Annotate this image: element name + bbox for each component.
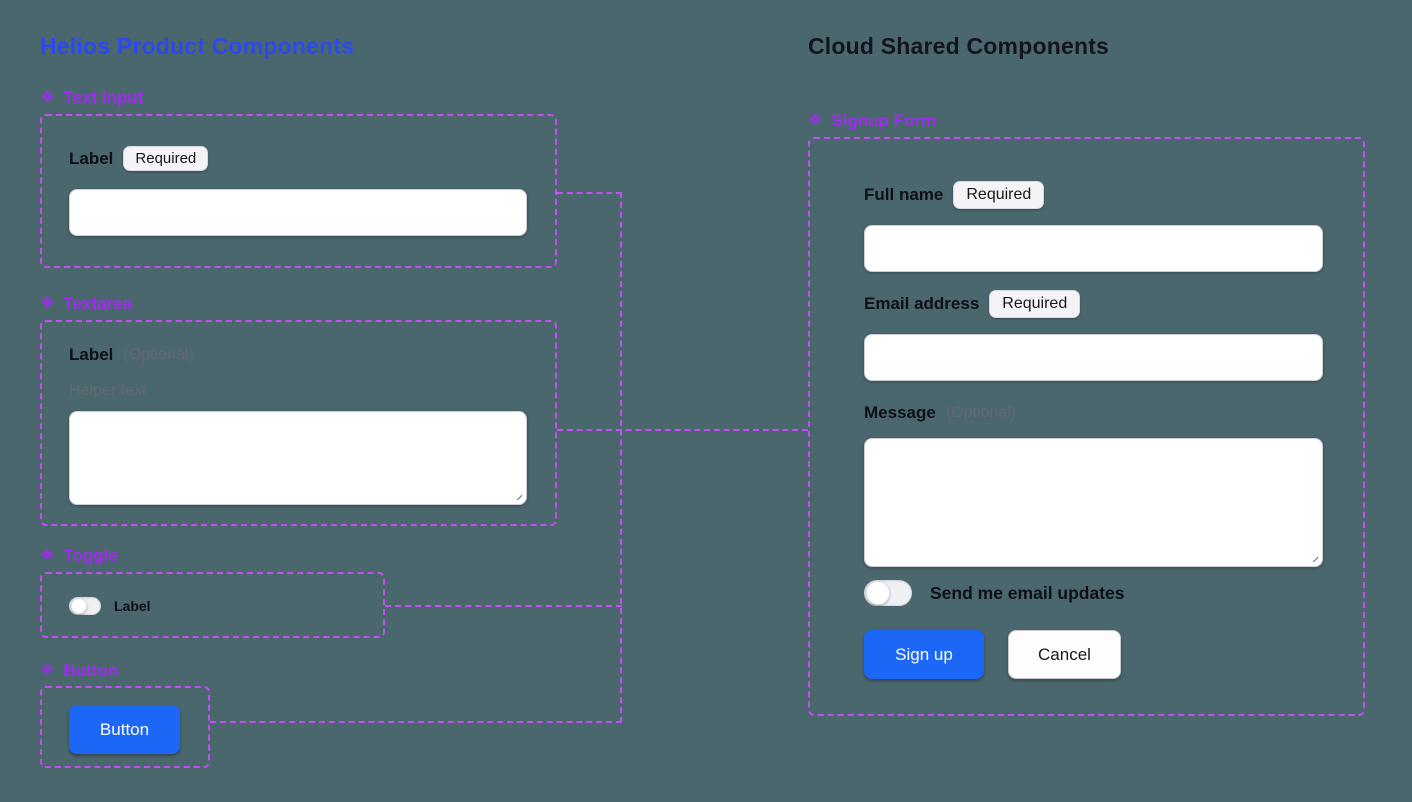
toggle-label: Label bbox=[114, 598, 151, 614]
section-title-textarea: Textarea bbox=[63, 294, 133, 313]
email-input[interactable] bbox=[865, 335, 1322, 380]
left-panel-title: Helios Product Components bbox=[40, 33, 355, 59]
text-input-label-row: Label Required bbox=[69, 146, 209, 171]
connector-toggle bbox=[385, 605, 622, 607]
section-title-signup-form: Signup Form bbox=[831, 111, 937, 130]
connector-trunk bbox=[620, 192, 622, 723]
section-title-text-input: Text Input bbox=[63, 88, 144, 107]
email-input-wrap bbox=[864, 334, 1323, 381]
sample-button[interactable]: Button bbox=[69, 705, 180, 754]
textarea-label-row: Label (Optional) bbox=[69, 345, 194, 365]
message-textarea[interactable] bbox=[865, 439, 1322, 566]
text-input-field-wrap bbox=[69, 189, 527, 236]
email-label-row: Email address Required bbox=[864, 290, 1081, 318]
section-header-toggle: ❖ Toggle bbox=[40, 546, 118, 566]
section-header-button: ❖ Button bbox=[40, 661, 118, 681]
sign-up-button[interactable]: Sign up bbox=[864, 630, 984, 679]
button-component-box: Button bbox=[40, 686, 210, 768]
component-icon: ❖ bbox=[40, 547, 55, 564]
right-panel-title: Cloud Shared Components bbox=[808, 33, 1110, 59]
full-name-label: Full name bbox=[864, 185, 944, 204]
section-title-button: Button bbox=[63, 661, 119, 680]
section-header-signup-form: ❖ Signup Form bbox=[808, 111, 936, 131]
section-header-text-input: ❖ Text Input bbox=[40, 88, 143, 108]
helper-text: Helper text bbox=[69, 382, 147, 399]
email-updates-toggle-row: Send me email updates bbox=[864, 580, 1125, 606]
connector-text-input bbox=[557, 192, 622, 194]
connector-button bbox=[210, 721, 622, 723]
connector-textarea-to-form bbox=[557, 429, 808, 431]
section-title-toggle: Toggle bbox=[63, 546, 118, 565]
component-icon: ❖ bbox=[40, 89, 55, 106]
message-label: Message bbox=[864, 403, 936, 422]
text-input-field[interactable] bbox=[70, 190, 526, 235]
required-badge: Required bbox=[989, 290, 1081, 318]
full-name-label-row: Full name Required bbox=[864, 181, 1045, 209]
toggle-row: Label bbox=[69, 597, 151, 615]
required-badge: Required bbox=[123, 146, 209, 171]
message-textarea-wrap bbox=[864, 438, 1323, 567]
section-header-textarea: ❖ Textarea bbox=[40, 294, 132, 314]
optional-hint: (Optional) bbox=[945, 404, 1017, 421]
textarea-field-wrap bbox=[69, 411, 527, 505]
required-badge: Required bbox=[953, 181, 1045, 209]
component-icon: ❖ bbox=[40, 295, 55, 312]
message-label-row: Message (Optional) bbox=[864, 403, 1016, 423]
email-label: Email address bbox=[864, 294, 980, 313]
full-name-input[interactable] bbox=[865, 226, 1322, 271]
full-name-input-wrap bbox=[864, 225, 1323, 272]
toggle-knob bbox=[71, 598, 87, 614]
cancel-button[interactable]: Cancel bbox=[1008, 630, 1121, 679]
component-icon: ❖ bbox=[808, 112, 823, 129]
email-updates-label: Send me email updates bbox=[930, 582, 1125, 603]
toggle-knob bbox=[866, 581, 890, 605]
toggle-component-box: Label bbox=[40, 572, 385, 638]
textarea-field[interactable] bbox=[70, 412, 526, 504]
field-label: Label bbox=[69, 345, 114, 364]
textarea-component-box: Label (Optional) Helper text bbox=[40, 320, 557, 526]
field-label: Label bbox=[69, 148, 114, 168]
optional-hint: (Optional) bbox=[123, 346, 194, 363]
email-updates-toggle[interactable] bbox=[864, 580, 912, 606]
text-input-component-box: Label Required bbox=[40, 114, 557, 268]
component-icon: ❖ bbox=[40, 662, 55, 679]
signup-form-box: Full name Required Email address Require… bbox=[808, 137, 1365, 716]
toggle-switch[interactable] bbox=[69, 597, 101, 615]
